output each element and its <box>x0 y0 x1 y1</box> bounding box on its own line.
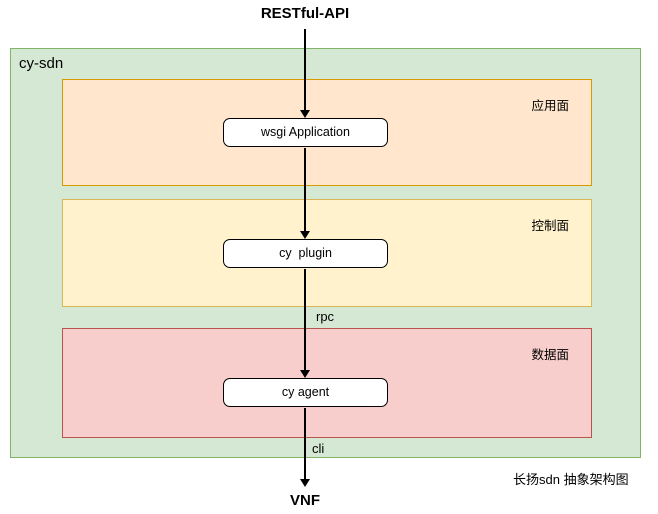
layer-data-plane-label: 数据面 <box>531 348 569 362</box>
layer-application-plane-label: 应用面 <box>531 99 569 113</box>
vnf-label: VNF <box>290 492 320 509</box>
arrowhead-to-wsgi-icon <box>300 110 310 118</box>
layer-control-plane-label: 控制面 <box>531 219 569 233</box>
edge-label-rpc: rpc <box>316 309 335 324</box>
arrow-line-plugin-to-agent <box>304 269 306 370</box>
node-wsgi-application: wsgi Application <box>223 118 388 147</box>
node-cy-agent: cy agent <box>223 378 388 407</box>
arrowhead-to-vnf-icon <box>300 479 310 487</box>
arrow-line-wsgi-to-plugin <box>304 148 306 231</box>
arrowhead-to-agent-icon <box>300 370 310 378</box>
layer-application-plane: 应用面 <box>62 79 592 186</box>
edge-label-cli: cli <box>312 441 325 456</box>
arrow-line-agent-to-vnf <box>304 408 306 479</box>
arrowhead-to-plugin-icon <box>300 231 310 239</box>
arrow-line-api-to-wsgi <box>304 29 306 110</box>
restful-api-label: RESTful-API <box>260 5 350 22</box>
diagram-caption: 长扬sdn 抽象架构图 <box>513 472 629 487</box>
node-cy-plugin: cy plugin <box>223 239 388 268</box>
cy-sdn-label: cy-sdn <box>19 55 64 72</box>
